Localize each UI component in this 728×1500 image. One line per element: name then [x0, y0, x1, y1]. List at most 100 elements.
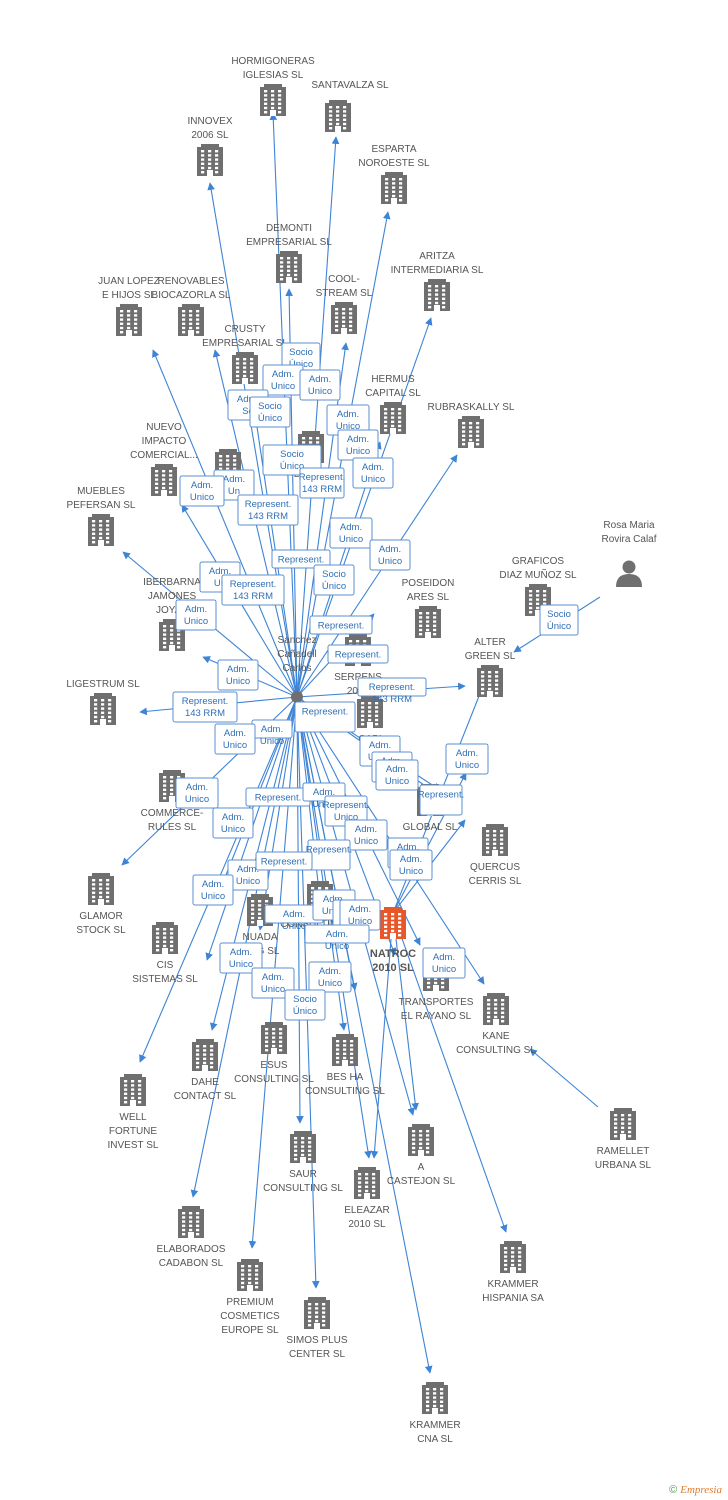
building-window: [426, 620, 430, 623]
node-rubraskally[interactable]: RUBRASKALLY SL: [428, 402, 515, 448]
relation-label-16[interactable]: Represent.: [271, 549, 331, 569]
building-door: [100, 719, 106, 725]
relation-label-line: Unico: [226, 676, 250, 687]
relation-label-2[interactable]: Adm.Unico: [299, 369, 341, 401]
relation-label-5[interactable]: Adm.Unico: [326, 404, 370, 436]
relation-label-27[interactable]: Adm.Unico: [251, 719, 293, 747]
relation-label-9[interactable]: Adm.Unico: [352, 457, 394, 489]
relation-label-52[interactable]: Adm.Unico: [422, 947, 466, 979]
relation-label-26[interactable]: Represent.: [294, 701, 356, 733]
relation-label-text: Adm.Unico: [229, 947, 253, 970]
building-window: [349, 329, 353, 332]
relation-label-49[interactable]: Adm.Unico: [339, 899, 381, 931]
relation-label-39[interactable]: Adm.Unico: [344, 819, 388, 851]
relation-label-50[interactable]: Adm.Unico: [304, 924, 370, 952]
node-santavalza[interactable]: SANTAVALZA SL: [311, 80, 389, 132]
relation-label-45[interactable]: Adm.Unico: [389, 849, 433, 881]
relation-label-31[interactable]: Adm.Unico: [375, 759, 419, 791]
relation-label-line: Unico: [260, 736, 284, 747]
relation-label-14[interactable]: Adm.Unico: [369, 539, 411, 571]
building-window: [120, 326, 124, 330]
node-coolstream[interactable]: COOL-STREAM SL: [316, 274, 373, 334]
relation-label-22[interactable]: Adm.Unico: [217, 659, 259, 691]
relation-label-28[interactable]: Adm.Unico: [214, 723, 256, 755]
relation-label-20[interactable]: Adm.Unico: [175, 599, 217, 631]
relation-label-13[interactable]: Adm.Unico: [329, 517, 373, 549]
building-roof: [302, 431, 320, 435]
relation-label-54[interactable]: Adm.Unico: [308, 961, 352, 993]
building-window: [301, 1141, 305, 1144]
relation-label-40[interactable]: Represent.: [306, 839, 352, 871]
building-window: [536, 590, 540, 593]
relation-label-43[interactable]: Represent.: [255, 851, 313, 871]
relation-label-24[interactable]: Represent.143 RRM: [357, 677, 427, 705]
relation-label-18[interactable]: Represent.143 RRM: [221, 574, 285, 606]
relation-label-21[interactable]: Represent.: [309, 615, 373, 635]
relation-label-line: Socio: [258, 401, 282, 412]
node-ligestrum[interactable]: LIGESTRUM SL: [66, 679, 140, 725]
building-window: [287, 257, 291, 260]
relation-label-51[interactable]: Adm.Unico: [219, 942, 263, 974]
relation-label-35[interactable]: Adm.Unico: [212, 807, 254, 839]
building-window: [208, 162, 212, 165]
relation-label-11[interactable]: Adm.Unico: [179, 475, 225, 507]
relation-label-1[interactable]: Adm.Unico: [262, 364, 304, 396]
building-window: [163, 633, 167, 636]
relation-label-23[interactable]: Represent.: [327, 644, 389, 664]
node-label-line: SAUR: [289, 1169, 317, 1180]
relation-label-7[interactable]: Represent.143 RRM: [299, 467, 345, 499]
relation-label-34[interactable]: Adm.Unico: [175, 777, 219, 809]
building-window: [336, 1056, 340, 1060]
relation-label-12[interactable]: Represent.143 RRM: [237, 494, 299, 526]
building-window: [163, 928, 167, 931]
relation-label-8[interactable]: Adm.Unico: [337, 429, 379, 461]
relation-label-36[interactable]: Represent.: [245, 787, 311, 807]
building-door: [335, 126, 341, 132]
relation-label-25[interactable]: Represent.143 RRM: [172, 691, 238, 723]
relation-label-line: Represent.: [230, 579, 276, 590]
relation-label-33[interactable]: Represent.: [418, 784, 464, 816]
relation-label-32[interactable]: Adm.Unico: [445, 743, 489, 775]
relation-label-53[interactable]: Adm.Unico: [251, 967, 295, 999]
relation-label-44[interactable]: Adm.Unico: [192, 874, 234, 906]
